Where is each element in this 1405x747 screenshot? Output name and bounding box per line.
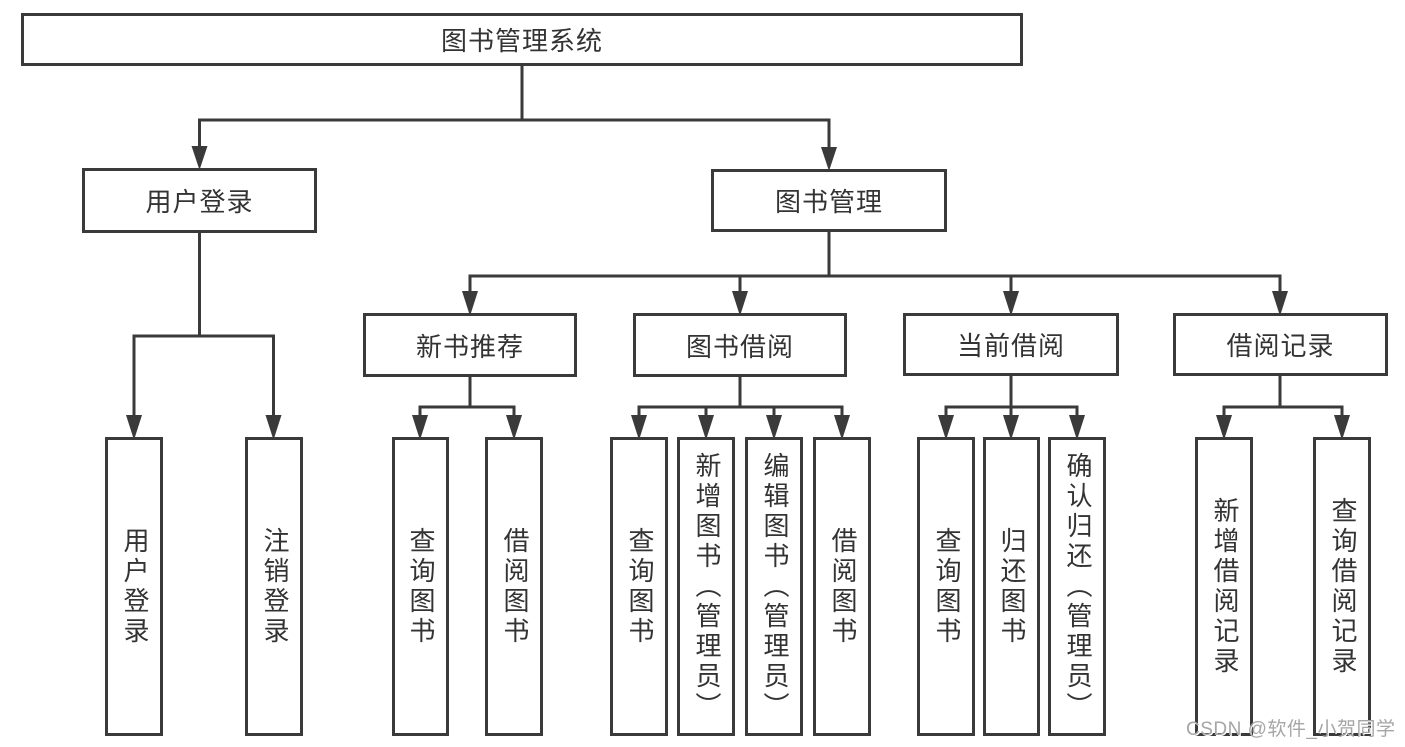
node-root: 图书管理系统	[21, 13, 1023, 66]
leaf-borrow-books-recommend: 借阅图书	[485, 437, 543, 736]
node-borrowing-records: 借阅记录	[1173, 313, 1388, 376]
leaf-add-books-admin: 新增图书（管理员）	[677, 437, 735, 736]
leaf-query-borrow-record: 查询借阅记录	[1313, 437, 1371, 736]
leaf-query-books-current: 查询图书	[917, 437, 975, 736]
node-book-borrowing-label: 图书借阅	[685, 331, 794, 362]
leaf-borrow-books-borrowing: 借阅图书	[813, 437, 871, 736]
leaf-edit-books-admin: 编辑图书（管理员）	[745, 437, 803, 736]
leaf-query-books-borrowing: 查询图书	[610, 437, 668, 736]
leaf-return-books: 归还图书	[983, 437, 1040, 736]
arrowhead-icons	[126, 146, 1350, 440]
node-current-borrowing-label: 当前借阅	[956, 331, 1065, 361]
node-book-borrowing: 图书借阅	[633, 313, 847, 377]
watermark: CSDN @软件_小贺同学	[1186, 719, 1396, 740]
node-user-login-label: 用户登录	[145, 187, 254, 217]
node-root-label: 图书管理系统	[440, 26, 603, 56]
leaf-logout: 注销登录	[245, 437, 303, 736]
node-new-book-recommend-label: 新书推荐	[415, 331, 524, 362]
node-borrowing-records-label: 借阅记录	[1226, 331, 1335, 361]
leaf-user-login: 用户登录	[105, 437, 163, 736]
node-user-login: 用户登录	[82, 168, 317, 233]
leaf-query-books-recommend: 查询图书	[392, 437, 449, 736]
node-new-book-recommend: 新书推荐	[363, 313, 577, 377]
node-book-management-label: 图书管理	[774, 187, 883, 217]
node-book-management: 图书管理	[711, 169, 947, 232]
leaf-add-borrow-record: 新增借阅记录	[1195, 437, 1253, 736]
node-current-borrowing: 当前借阅	[903, 313, 1119, 376]
leaf-confirm-return-admin: 确认归还（管理员）	[1048, 437, 1106, 736]
